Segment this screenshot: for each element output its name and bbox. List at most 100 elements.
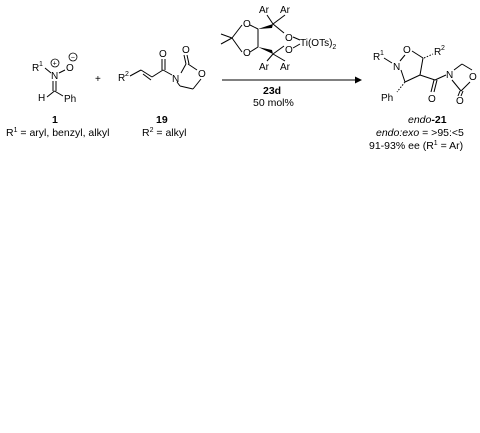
- bond-alkene-1: [140, 69, 153, 78]
- bond-cring-n: [451, 79, 462, 92]
- bond-ch2-n: [176, 81, 181, 87]
- catalyst-number: 23d: [263, 85, 281, 97]
- bond-ar1-cq: [266, 14, 274, 25]
- product-atom-r1: R: [373, 52, 380, 63]
- bond-c5-c4: [419, 57, 424, 76]
- compound-1-substituent-text: = aryl, benzyl, alkyl: [18, 127, 110, 139]
- hashed-bond-c3-ph: [396, 81, 406, 93]
- plus-sign: +: [95, 74, 101, 85]
- product-atom-o-oxazolidinone: O: [469, 72, 477, 83]
- product-21-label-italic: endo: [408, 114, 432, 126]
- bond-cacetal-me-2: [220, 37, 233, 45]
- catalyst-atom-o-2: O: [243, 48, 251, 59]
- compound-19-substituent-text: = alkyl: [154, 127, 187, 139]
- compound-1-atom-o: O: [66, 63, 74, 74]
- bond-carbonyl-n: [434, 74, 447, 81]
- product-atom-r2-superscript: 2: [441, 45, 445, 52]
- bond-n-o: [58, 69, 66, 74]
- bond-cacetal-me-1: [220, 33, 233, 39]
- bond-o2-ch: [249, 46, 259, 53]
- bond-o2-cacetal: [231, 37, 243, 53]
- bond-n-ch2: [453, 63, 463, 71]
- bond-cq-o3: [272, 23, 285, 34]
- bond-o-cring: [460, 81, 471, 92]
- catalyst-atom-ar-4: Ar: [280, 62, 291, 73]
- compound-19-structure: R 2 O N O O: [118, 45, 206, 90]
- bond-c-ph: [54, 90, 64, 97]
- bond-cq-ar4: [272, 53, 286, 62]
- compound-1-structure: R 1 + − N O H Ph: [32, 52, 78, 105]
- product-atom-n-oxazolidinone: N: [446, 70, 453, 81]
- positive-charge-circle: [50, 58, 60, 68]
- hashed-bond-c5-r2: [423, 53, 434, 59]
- bond-n-cring: [180, 63, 187, 74]
- bond-o3-ti: [292, 36, 301, 41]
- catalyst-atom-ar-2: Ar: [280, 5, 291, 16]
- compound-19-substituent-prefix: R: [142, 127, 150, 139]
- product-21-ee-sup: 1: [434, 140, 438, 147]
- reaction-arrow: [222, 76, 362, 84]
- bond-ch2-ch2: [179, 85, 194, 90]
- product-21-ee: 91-93% ee (R1 = Ar): [369, 140, 463, 152]
- bond-carbonyl-n: [162, 69, 173, 76]
- bond-o4-ti: [292, 43, 301, 49]
- bond-o1-cacetal: [231, 24, 243, 39]
- bond-cring-o-2: [186, 54, 190, 65]
- bond-n-o: [399, 54, 406, 62]
- product-21-ee-text: 91-93% ee (R: [369, 140, 434, 152]
- product-atom-r2: R: [434, 47, 441, 58]
- negative-charge-sign: −: [71, 55, 75, 62]
- catalyst-ti-label: Ti(OTs): [300, 38, 332, 49]
- compound-19-substituent-definition: R2 = alkyl: [142, 127, 186, 139]
- compound-1-substituent-sup: 1: [14, 127, 18, 134]
- bond-alkene-2: [142, 73, 152, 81]
- product-atom-ph: Ph: [381, 93, 393, 104]
- bond-cring-o-b: [460, 90, 464, 97]
- catalyst-atom-o-3: O: [285, 33, 293, 44]
- compound-19-atom-r: R: [118, 73, 125, 84]
- bond-cring-o-1: [183, 54, 187, 65]
- bond-c-h: [46, 90, 55, 98]
- compound-19-atom-o-carbonyl: O: [159, 49, 167, 60]
- bond-carbonyl-o-a: [430, 79, 435, 93]
- bond-r1-n: [383, 57, 393, 64]
- product-21-label: endo-21: [408, 114, 447, 126]
- compound-1-number: 1: [52, 114, 58, 126]
- bond-o1-ch: [249, 24, 259, 30]
- catalyst-titanium-group: Ti(OTs)2: [300, 38, 336, 51]
- bond-c-carbonyl: [151, 69, 164, 78]
- catalyst-loading: 50 mol%: [253, 97, 294, 109]
- bond-cq-ar3: [266, 53, 274, 62]
- product-21-ratio-text: = >95:<5: [419, 127, 464, 139]
- bond-c4-carbonyl: [419, 74, 436, 81]
- bond-n-c3: [400, 69, 406, 83]
- compound-1-atom-n: N: [51, 71, 58, 82]
- bond-cq-o4: [272, 45, 285, 55]
- product-atom-r1-superscript: 1: [380, 50, 384, 57]
- bond-r2-c: [129, 69, 142, 77]
- catalyst-ti-subscript: 2: [332, 44, 336, 51]
- compound-19-atom-o-ring: O: [198, 69, 206, 80]
- compound-1-substituent-definition: R1 = aryl, benzyl, alkyl: [6, 127, 109, 139]
- catalyst-atom-o-4: O: [285, 45, 293, 56]
- catalyst-23d-structure: Ar Ar O O O O Ti(OTs)2 Ar Ar: [220, 5, 336, 73]
- compound-1-substituent-prefix: R: [6, 127, 14, 139]
- compound-1-atom-ph: Ph: [64, 94, 76, 105]
- compound-19-number: 19: [156, 114, 168, 126]
- product-atom-o-ring-carbonyl: O: [456, 96, 464, 107]
- product-atom-o-ring: O: [403, 45, 411, 56]
- compound-19-atom-o-ring-carbonyl: O: [182, 45, 190, 56]
- negative-charge-circle: [68, 52, 78, 62]
- bond-oring-ch2: [192, 78, 202, 90]
- bond-ar2-cq: [272, 14, 286, 25]
- bond-carbonyl-o-b: [433, 79, 438, 93]
- positive-charge-sign: +: [53, 61, 57, 68]
- reaction-arrow-head: [355, 76, 362, 84]
- bond-c3-c4: [404, 74, 421, 83]
- catalyst-atom-ar-3: Ar: [259, 62, 270, 73]
- product-atom-o-carbonyl: O: [428, 94, 436, 105]
- wedge-top: [258, 24, 273, 29]
- bond-o-c5: [411, 50, 424, 59]
- product-21-structure: R 1 N O R 2 Ph O N O O: [373, 45, 477, 107]
